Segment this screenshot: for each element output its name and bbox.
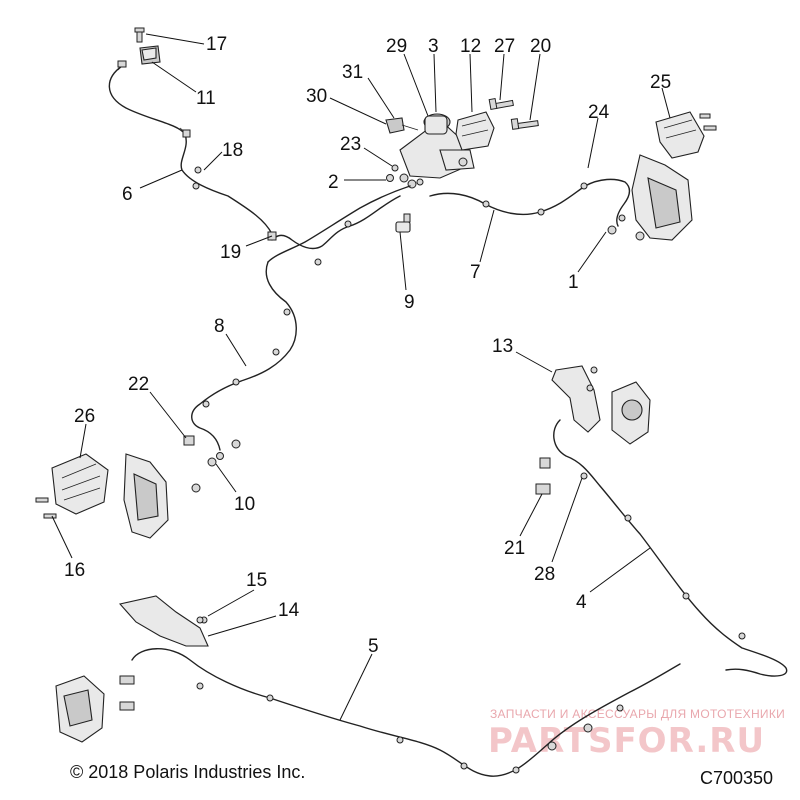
callout-14: 14 <box>278 600 300 621</box>
watermark-logo-text: PARTSFOR.RU <box>488 721 765 761</box>
watermark-tagline: ЗАПЧАСТИ И АКСЕССУАРЫ ДЛЯ МОТОТЕХНИКИ <box>490 707 785 721</box>
callout-23: 23 <box>340 134 361 155</box>
brake-line-8 <box>191 261 297 451</box>
callout-31: 31 <box>342 62 363 83</box>
brake-pad-26 <box>35 453 109 519</box>
callout-30: 30 <box>306 86 327 107</box>
diagram-code: C700350 <box>700 768 773 788</box>
rear-bracket-13 <box>551 365 601 433</box>
callout-8: 8 <box>214 316 225 337</box>
callout-22: 22 <box>128 374 149 395</box>
hose-clip <box>182 129 191 138</box>
rear-caliper-left <box>55 675 135 743</box>
callout-2: 2 <box>328 172 339 193</box>
brake-pad-25 <box>655 111 717 159</box>
callout-18: 18 <box>222 140 243 161</box>
master-cylinder-3 <box>399 113 475 179</box>
callout-12: 12 <box>460 36 481 57</box>
fittings-10 <box>207 439 241 467</box>
callout-15: 15 <box>246 570 267 591</box>
bolt-15 <box>196 616 204 624</box>
callout-11: 11 <box>196 88 216 109</box>
callout-20: 20 <box>530 36 551 57</box>
callout-13: 13 <box>492 336 513 357</box>
caliper-right <box>607 154 693 241</box>
hose-fitting <box>117 60 127 68</box>
brake-hose-6 <box>108 60 273 235</box>
callout-24: 24 <box>588 102 610 123</box>
bolt-21 <box>535 457 551 495</box>
bolt-18 <box>192 166 202 190</box>
bolt-20 <box>510 118 539 130</box>
caliper-left <box>123 453 201 539</box>
callout-29: 29 <box>386 36 407 57</box>
callout-6: 6 <box>122 184 133 205</box>
sensor-30-31 <box>385 117 419 134</box>
fitting-28 <box>580 472 588 480</box>
callout-7: 7 <box>470 262 481 283</box>
brake-line-19 <box>267 185 411 266</box>
callout-numbers: 17 11 6 18 19 29 3 12 27 20 31 30 23 2 9… <box>64 34 671 657</box>
callout-27: 27 <box>494 36 515 57</box>
leader-lines <box>51 33 671 721</box>
rear-bracket-14 <box>118 595 209 647</box>
switch-9 <box>395 213 411 233</box>
callout-17: 17 <box>206 34 227 55</box>
callout-3: 3 <box>428 36 439 57</box>
callout-16: 16 <box>64 560 85 581</box>
callout-4: 4 <box>576 592 587 613</box>
screw-17 <box>134 27 145 43</box>
callout-26: 26 <box>74 406 95 427</box>
callout-5: 5 <box>368 636 379 657</box>
callout-10: 10 <box>234 494 255 515</box>
callout-19: 19 <box>220 242 241 263</box>
bolt-27 <box>488 97 514 111</box>
callout-1: 1 <box>568 272 579 293</box>
rear-caliper-right <box>611 381 651 445</box>
bracket-11 <box>139 45 161 65</box>
callout-28: 28 <box>534 564 555 585</box>
brake-line-4 <box>553 419 788 677</box>
copyright-text: © 2018 Polaris Industries Inc. <box>70 762 305 782</box>
brake-line-7 <box>429 178 631 227</box>
callout-21: 21 <box>504 538 525 559</box>
callout-9: 9 <box>404 292 415 313</box>
brake-line-5 <box>131 648 681 777</box>
callout-25: 25 <box>650 72 671 93</box>
bolt-22 <box>183 435 195 446</box>
heat-shield-12 <box>455 111 495 151</box>
fittings-2-23 <box>386 164 424 189</box>
